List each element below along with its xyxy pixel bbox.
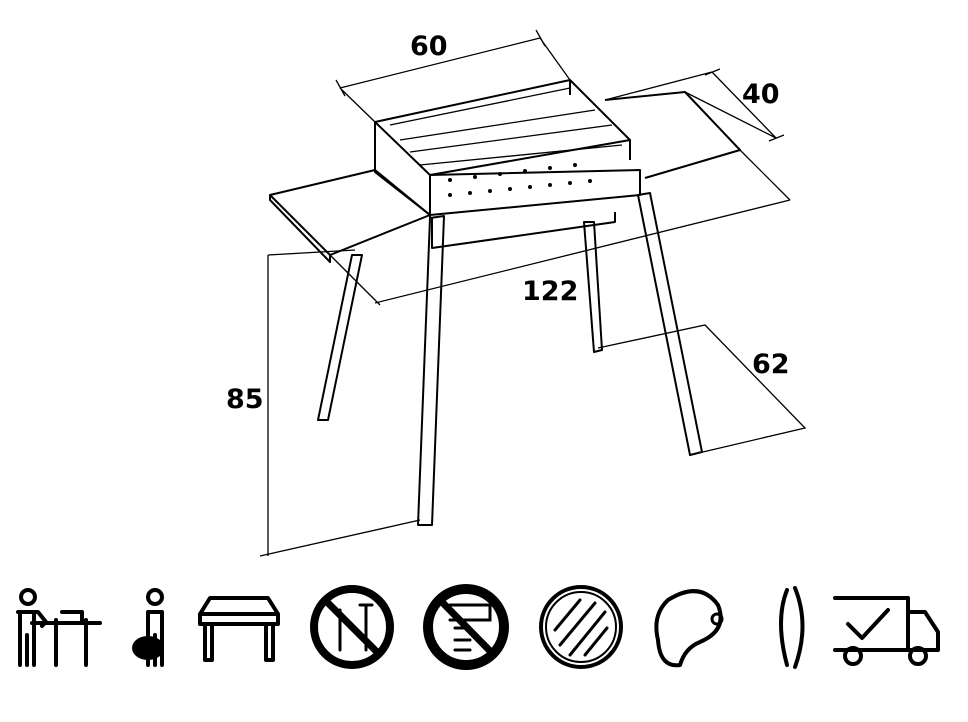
- ash-tray: [431, 212, 616, 249]
- dimension-40: 40: [742, 79, 780, 110]
- dimension-85: 85: [226, 384, 264, 415]
- feature-icons: [16, 584, 940, 670]
- no-tools-needed-icon: [310, 585, 394, 669]
- leg-back-right: [583, 221, 603, 353]
- grill-drawing: [269, 79, 741, 526]
- dimension-62: 62: [752, 349, 790, 380]
- dimension-122: 122: [522, 276, 578, 307]
- side-table-icon: [198, 596, 280, 662]
- vent-holes: [448, 163, 592, 197]
- leg-front-right: [637, 192, 703, 456]
- sausage-icon: [779, 586, 805, 669]
- steak-icon: [654, 589, 724, 668]
- leg-back-left: [317, 254, 363, 421]
- delivery-truck-check-icon: [833, 596, 940, 666]
- dimension-60: 60: [410, 31, 448, 62]
- left-shelf: [269, 169, 431, 263]
- grill-grate-icon: [539, 585, 623, 669]
- firebox-body: [374, 80, 641, 218]
- no-paint-icon: [423, 584, 509, 670]
- portable-carry-icon: [132, 588, 164, 667]
- person-cooking-icon: [16, 588, 102, 667]
- leg-front-left: [417, 215, 445, 526]
- right-shelf: [604, 91, 741, 179]
